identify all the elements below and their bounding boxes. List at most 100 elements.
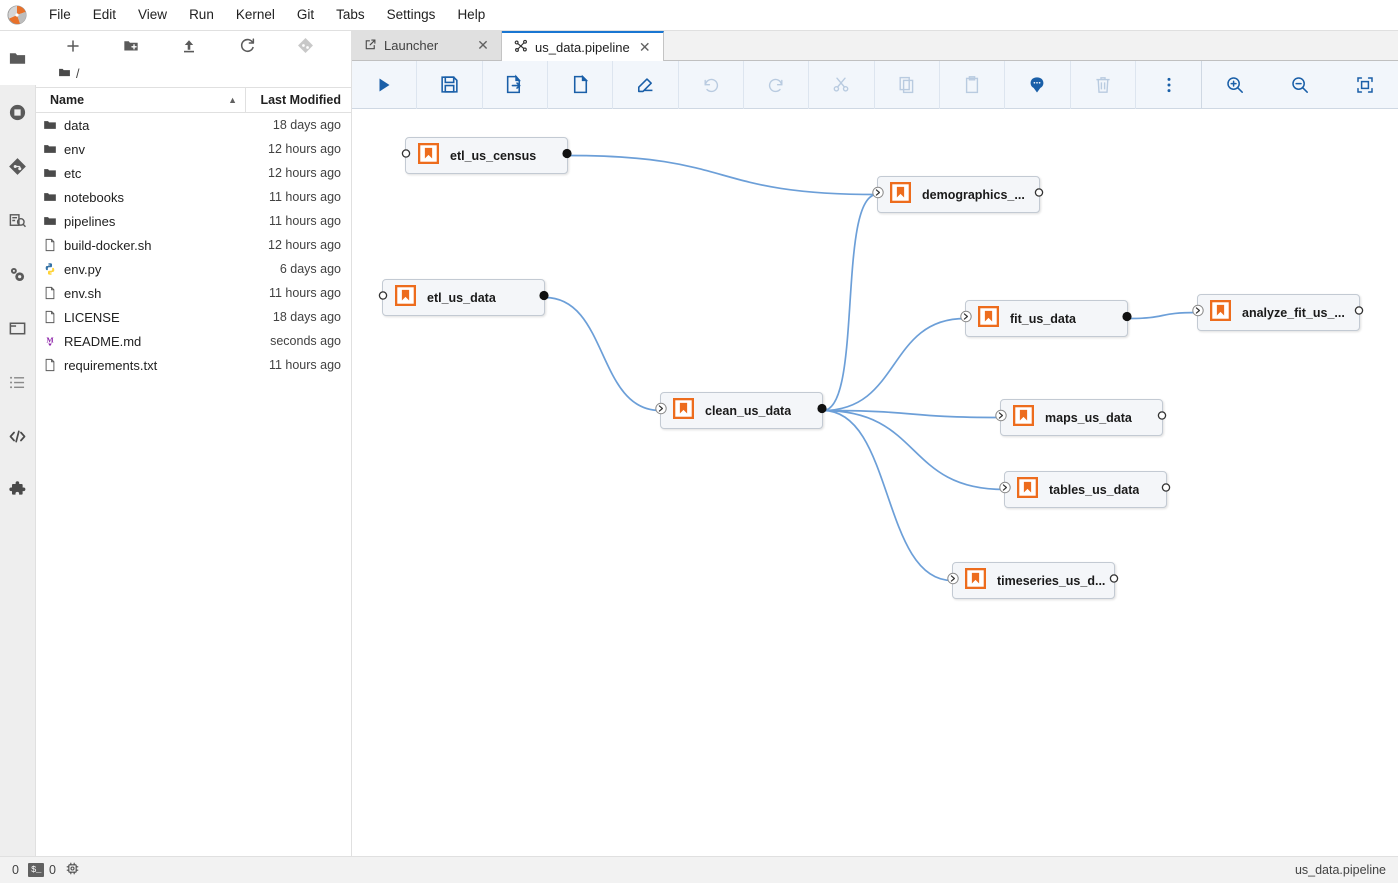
menu-view[interactable]: View [138,7,168,22]
pipeline-link[interactable] [544,296,661,412]
menu-edit[interactable]: Edit [92,7,117,22]
menu-file[interactable]: File [49,7,71,22]
node-input-port[interactable] [994,408,1008,427]
close-icon[interactable]: ✕ [638,38,651,55]
pipeline-node[interactable]: tables_us_data [999,471,1171,508]
node-output-port[interactable] [815,401,829,420]
new-folder-button[interactable] [102,33,160,59]
pipeline-link[interactable] [1127,311,1198,320]
column-header-name[interactable]: Name ▲ [50,93,237,107]
zoom-in-button[interactable] [1202,61,1267,109]
node-input-port[interactable] [654,401,668,420]
menu-settings[interactable]: Settings [386,7,436,22]
node-output-port[interactable] [1107,571,1121,590]
delete-button[interactable] [1071,60,1136,109]
pipeline-link[interactable] [822,193,878,412]
kernel-count-item[interactable]: 0 [12,863,19,877]
refresh-button[interactable] [218,33,276,59]
pipeline-link[interactable] [822,409,953,582]
add-comment-button[interactable] [1005,60,1071,109]
pipeline-node[interactable]: etl_us_data [378,279,549,316]
menu-git[interactable]: Git [296,7,315,22]
menu-help[interactable]: Help [457,7,486,22]
clear-pipeline-button[interactable] [613,60,679,109]
export-pipeline-button[interactable] [483,60,548,109]
sidebar-item-extension-settings[interactable] [0,247,36,301]
new-pipeline-button[interactable] [548,60,614,109]
pipeline-node[interactable]: demographics_... [872,176,1044,213]
sidebar-item-extension-manager[interactable] [0,463,36,517]
cut-button[interactable] [809,60,875,109]
undo-button[interactable] [679,60,744,109]
node-input-port[interactable] [946,571,960,590]
menu-tabs[interactable]: Tabs [336,7,365,22]
sidebar-item-open-tabs[interactable] [0,301,36,355]
close-icon[interactable]: ✕ [477,37,489,53]
sidebar-item-git[interactable] [0,139,36,193]
pipeline-node[interactable]: analyze_fit_us_... [1192,294,1364,331]
sidebar-item-file-browser[interactable] [0,31,36,85]
tab-us-data-pipeline[interactable]: us_data.pipeline ✕ [502,31,664,61]
fit-to-screen-button[interactable] [1333,61,1398,109]
folder-icon [58,66,71,82]
kernel-status-item[interactable] [65,861,80,879]
save-pipeline-button[interactable] [417,60,483,109]
upload-button[interactable] [160,33,218,59]
sidebar-item-debugger[interactable] [0,193,36,247]
pipeline-canvas[interactable]: etl_us_census demographics_... etl_us_data… [352,109,1398,856]
redo-button[interactable] [744,60,810,109]
overflow-menu-button[interactable] [1136,61,1201,109]
node-input-port[interactable] [998,480,1012,499]
pipeline-link[interactable] [822,409,1005,491]
node-output-port[interactable] [1352,303,1366,322]
copy-button[interactable] [875,60,940,109]
node-output-port[interactable] [537,288,551,307]
pipeline-node[interactable]: fit_us_data [960,300,1132,337]
paste-button[interactable] [940,60,1006,109]
terminal-status-item[interactable]: $_ 0 [27,863,56,877]
node-input-port[interactable] [376,288,390,307]
pipeline-link[interactable] [822,409,1001,419]
git-clone-button[interactable] [276,33,334,59]
node-output-port[interactable] [1032,185,1046,204]
node-input-port[interactable] [399,146,413,165]
column-header-last-modified[interactable]: Last Modified [260,93,341,107]
node-input-port[interactable] [871,185,885,204]
pipeline-node[interactable]: timeseries_us_d... [947,562,1119,599]
tab-launcher[interactable]: Launcher ✕ [352,31,502,60]
menu-kernel[interactable]: Kernel [235,7,275,22]
node-output-port[interactable] [1120,309,1134,328]
menu-run[interactable]: Run [189,7,214,22]
pipeline-node[interactable]: clean_us_data [655,392,827,429]
node-output-port[interactable] [1159,480,1173,499]
sidebar-item-table-of-contents[interactable] [0,355,36,409]
pipeline-node[interactable]: etl_us_census [401,137,572,174]
breadcrumb[interactable]: / [36,61,351,87]
sidebar-item-code-snippets[interactable] [0,409,36,463]
new-launcher-button[interactable] [44,33,102,59]
run-pipeline-button[interactable] [352,60,418,109]
pipeline-link[interactable] [567,154,878,196]
sidebar-item-running-sessions[interactable] [0,85,36,139]
pipeline-graph[interactable]: etl_us_census demographics_... etl_us_data… [352,109,1398,856]
node-input-port[interactable] [959,309,973,328]
pipeline-link[interactable] [822,317,966,412]
node-input-port[interactable] [1191,303,1205,322]
zoom-out-button[interactable] [1268,61,1333,109]
pipeline-node[interactable]: maps_us_data [995,399,1167,436]
node-output-port[interactable] [1155,408,1169,427]
node-output-port[interactable] [560,146,574,165]
